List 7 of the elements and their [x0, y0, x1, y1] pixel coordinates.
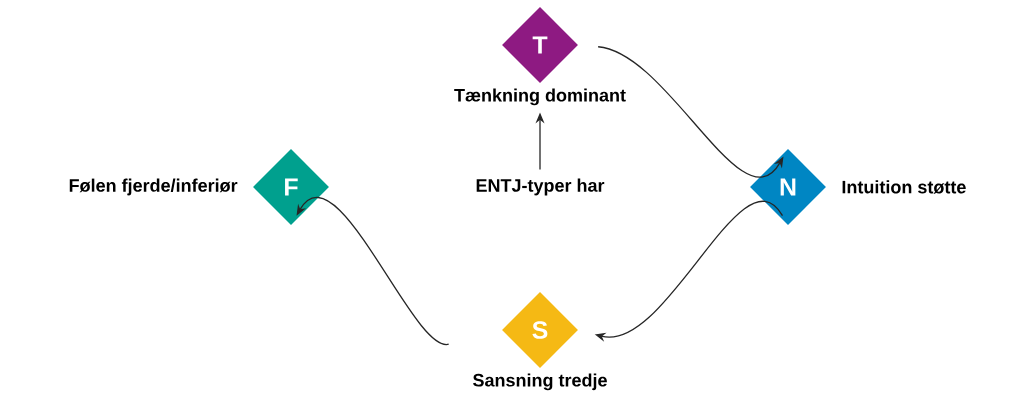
- label-text: ENTJ-typer har: [476, 178, 605, 196]
- function-label: Tænkning dominant: [454, 88, 626, 106]
- function-label: Intuition støtte: [842, 180, 966, 194]
- curved-arrow: [296, 197, 450, 345]
- curved-arrow: [597, 46, 784, 178]
- function-label: Følen fjerde/inferiør: [69, 178, 238, 196]
- function-label: Sansning tredje: [473, 373, 607, 391]
